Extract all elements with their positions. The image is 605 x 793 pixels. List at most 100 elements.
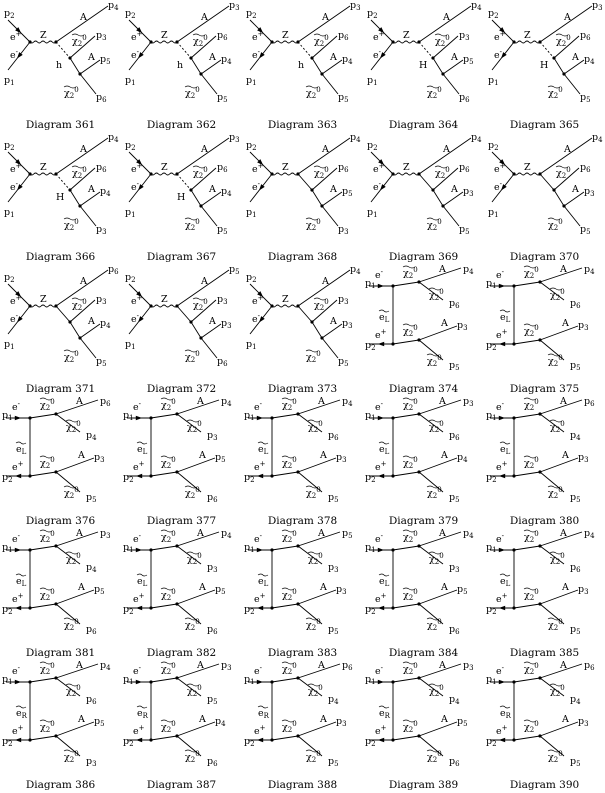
propagator-line [69, 299, 96, 323]
neutralino-label: χ20 [281, 587, 297, 602]
electron-label: e- [133, 664, 142, 677]
tilde-mark [523, 587, 537, 591]
propagator-line [553, 167, 580, 191]
momentum-label: p1 [125, 75, 136, 87]
neutralino-symbol: χ20 [64, 750, 79, 764]
momentum-label: p1 [4, 339, 15, 351]
photon-line [297, 269, 351, 307]
neutralino-label: χ20 [555, 33, 571, 48]
tilde-mark [428, 551, 442, 555]
momentum-label: p3 [463, 396, 474, 408]
neutralino-symbol: χ20 [282, 588, 297, 602]
momentum-label: p2 [4, 140, 15, 152]
z-boson-line [392, 172, 420, 176]
momentum-label: p1 [2, 674, 13, 686]
photon-line [176, 5, 230, 43]
momentum-label: p2 [367, 140, 378, 152]
neutralino-symbol: χ20 [161, 588, 176, 602]
mediator-label: Z [40, 294, 47, 305]
tilde-mark [305, 349, 319, 353]
tilde-mark [499, 705, 511, 709]
neutralino-symbol: χ20 [161, 662, 176, 676]
momentum-label: p5 [449, 492, 460, 504]
propagator-line [190, 299, 217, 323]
mediator-label: Z [524, 30, 531, 41]
neutralino-label: χ20 [307, 419, 323, 434]
momentum-label: p3 [207, 562, 218, 574]
tilde-mark [426, 353, 440, 357]
higgs-line [55, 173, 71, 191]
momentum-label: p1 [123, 410, 134, 422]
propagator-line [29, 603, 57, 609]
electron-label: e- [254, 532, 263, 545]
diagram-caption: Diagram 361 [25, 119, 96, 131]
momentum-label: p4 [328, 694, 339, 706]
neutralino-label: χ20 [186, 551, 202, 566]
neutralino-label: χ20 [305, 217, 321, 232]
propagator-line [55, 677, 81, 697]
electron-label: e- [375, 400, 384, 413]
neutralino-symbol: χ20 [550, 684, 565, 698]
tilde-mark [402, 661, 416, 665]
arrow-head [501, 52, 507, 59]
tilde-mark [71, 33, 85, 37]
momentum-label: p6 [217, 30, 228, 42]
momentum-label: p3 [584, 186, 595, 198]
selectron-symbol: eL [137, 576, 148, 588]
momentum-label: p2 [244, 604, 255, 616]
momentum-label: p5 [207, 694, 218, 706]
momentum-label: p2 [246, 8, 257, 20]
neutralino-label: χ20 [192, 297, 208, 312]
neutralino-symbol: χ20 [556, 166, 571, 180]
neutralino-symbol: χ20 [550, 288, 565, 302]
higgs-line [418, 41, 434, 59]
momentum-label: p3 [229, 0, 240, 12]
positron-label: e+ [494, 30, 506, 43]
z-boson-line [513, 172, 541, 176]
selectron-label: eL [257, 441, 269, 456]
momentum-label: p2 [488, 8, 499, 20]
arrow-head [377, 547, 385, 553]
propagator-line [392, 471, 420, 477]
neutralino-symbol: χ20 [403, 456, 418, 470]
neutralino-label: χ20 [184, 217, 200, 232]
neutralino-label: χ20 [186, 419, 202, 434]
mediator-label: H [419, 60, 427, 71]
boson-a-label: A [317, 660, 325, 671]
diagram-caption: Diagram 368 [267, 251, 338, 263]
selectron-symbol: eL [500, 576, 511, 588]
neutralino-label: χ20 [160, 587, 176, 602]
neutralino-label: χ20 [307, 683, 323, 698]
arrow-head [135, 473, 143, 479]
arrow-head [498, 547, 506, 553]
electron-label: e- [10, 180, 19, 193]
diagram-caption: Diagram 381 [25, 647, 96, 659]
positron-label: e+ [133, 724, 145, 737]
momentum-label: p4 [471, 0, 482, 12]
neutralino-symbol: χ20 [282, 530, 297, 544]
neutralino-symbol: χ20 [524, 324, 539, 338]
neutralino-symbol: χ20 [429, 684, 444, 698]
neutralino-label: χ20 [523, 265, 539, 280]
neutralino-symbol: χ20 [40, 398, 55, 412]
diagram-caption: Diagram 379 [388, 515, 459, 527]
photon-line [418, 531, 462, 547]
propagator-line [150, 735, 178, 741]
positron-label: e+ [373, 30, 385, 43]
propagator-line [176, 603, 202, 625]
propagator-line [271, 471, 299, 477]
neutralino-label: χ20 [281, 719, 297, 734]
propagator-line [418, 545, 444, 565]
neutralino-symbol: χ20 [550, 552, 565, 566]
electron-label: e- [375, 664, 384, 677]
momentum-label: p2 [365, 472, 376, 484]
tilde-mark [63, 217, 77, 221]
